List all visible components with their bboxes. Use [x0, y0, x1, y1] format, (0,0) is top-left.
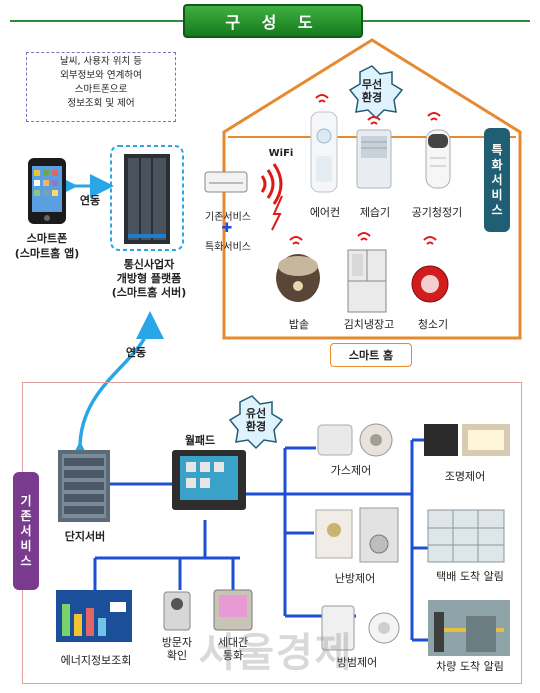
- house-outline: [222, 38, 522, 340]
- security-sensor-icon: [321, 605, 400, 651]
- device-label-aircon: 에어컨: [309, 206, 341, 219]
- device-label-vacuum: 청소기: [417, 318, 449, 331]
- gas-valve-icon: [317, 423, 393, 457]
- wallpad-icon: [172, 450, 246, 510]
- link-label-top: 연동: [79, 194, 101, 207]
- wifi-label: WiFi: [268, 148, 294, 159]
- tag-char: 스: [491, 202, 503, 217]
- complex-server-icon: [58, 450, 110, 522]
- car-gate-icon: [428, 600, 510, 656]
- wifi-signal-icon: [260, 163, 283, 205]
- intercom-label-line: 세대간: [217, 636, 249, 649]
- wired-badge-label: 유선 환경: [240, 407, 272, 433]
- visitor-label-line: 확인: [166, 649, 188, 662]
- robot-vacuum-icon: [411, 265, 449, 303]
- intercom-icon: [213, 589, 253, 631]
- tag-char: 기: [20, 493, 32, 508]
- visitor-camera-icon: [163, 591, 191, 631]
- info-line: 스마트폰으로: [74, 84, 128, 95]
- router-icon: [204, 171, 248, 193]
- energy-monitor-icon: [56, 590, 132, 642]
- heating-control-label: 난방제어: [334, 572, 376, 585]
- platform-label: 통신사업자: [123, 258, 175, 271]
- tag-char: 스: [20, 553, 32, 568]
- intercom-label-line: 통화: [222, 649, 244, 662]
- visitor-check-label: 방문자 확인: [154, 636, 200, 662]
- heating-controller-icon: [315, 507, 399, 563]
- plus-icon: ✚: [221, 221, 233, 236]
- wallpad-label: 월패드: [184, 434, 216, 447]
- link-label-bottom: 연동: [125, 346, 147, 359]
- existing-service-tag: 기 존 서 비 스: [13, 472, 39, 590]
- info-line: 정보조회 및 제어: [67, 98, 135, 109]
- tag-char: 서: [491, 172, 503, 187]
- device-label-dehumidifier: 제습기: [359, 206, 391, 219]
- page-title: 구 성 도: [183, 4, 363, 38]
- tag-char: 존: [20, 508, 32, 523]
- platform-sublabel-2: (스마트홈 서버): [111, 286, 187, 299]
- smart-home-tag: 스마트 홈: [330, 343, 412, 367]
- device-label-kimchi-fridge: 김치냉장고: [343, 318, 395, 331]
- dehumidifier-icon: [356, 129, 392, 189]
- lighting-control-label: 조명제어: [444, 470, 486, 483]
- device-label-ricecooker: 밥솥: [288, 318, 310, 331]
- smartphone-label: 스마트폰: [26, 232, 68, 245]
- kimchi-refrigerator-icon: [347, 249, 387, 313]
- wired-network-lines: [93, 438, 428, 642]
- watermark: 서울경제: [198, 630, 354, 676]
- device-signal-icons: [289, 94, 441, 245]
- device-label-purifier: 공기청정기: [411, 206, 463, 219]
- wireless-badge-line: 환경: [361, 91, 383, 104]
- gas-control-label: 가스제어: [330, 464, 372, 477]
- platform-sublabel: 개방형 플랫폼: [116, 272, 182, 285]
- smartphone-sublabel: (스마트홈 앱): [14, 247, 80, 260]
- external-info-box: 날씨, 사용자 위치 등 외부정보와 연계하여 스마트폰으로 정보조회 및 제어: [26, 52, 176, 122]
- wired-badge-star: [228, 395, 284, 450]
- parcel-alert-label: 택배 도착 알림: [436, 570, 504, 583]
- air-conditioner-icon: [310, 111, 338, 193]
- smartphone-icon: [28, 158, 66, 224]
- info-line: 날씨, 사용자 위치 등: [60, 56, 142, 67]
- wireless-badge-star: [348, 65, 404, 120]
- lightning-icon: [271, 195, 283, 231]
- server-rack-icon: [124, 154, 170, 244]
- air-purifier-icon: [425, 129, 451, 189]
- parcel-locker-icon: [427, 509, 505, 563]
- wireless-badge-line: 무선: [361, 78, 383, 91]
- tag-char: 서: [20, 523, 32, 538]
- lighting-icon: [424, 424, 510, 456]
- rice-cooker-icon: [276, 254, 320, 302]
- special-service-tag: 특 화 서 비 스: [484, 128, 510, 232]
- basic-service-label: 기존서비스: [205, 212, 251, 223]
- tag-char: 특: [491, 142, 503, 157]
- server-platform-arrow: [65, 311, 164, 470]
- wireless-badge-label: 무선 환경: [356, 78, 388, 104]
- info-line: 외부정보와 연계하여: [60, 70, 142, 81]
- tag-char: 비: [20, 538, 32, 553]
- wired-badge-line: 유선: [245, 407, 267, 420]
- complex-server-label: 단지서버: [64, 530, 106, 543]
- energy-info-label: 에너지정보조회: [60, 654, 132, 667]
- car-alert-label: 차량 도착 알림: [436, 660, 504, 673]
- tag-char: 화: [491, 157, 503, 172]
- special-service-label: 특화서비스: [205, 242, 251, 253]
- intercom-label: 세대간 통화: [210, 636, 256, 662]
- visitor-label-line: 방문자: [161, 636, 193, 649]
- tag-char: 비: [491, 187, 503, 202]
- security-control-label: 방범제어: [336, 656, 378, 669]
- wired-badge-line: 환경: [245, 420, 267, 433]
- platform-frame: [110, 145, 184, 251]
